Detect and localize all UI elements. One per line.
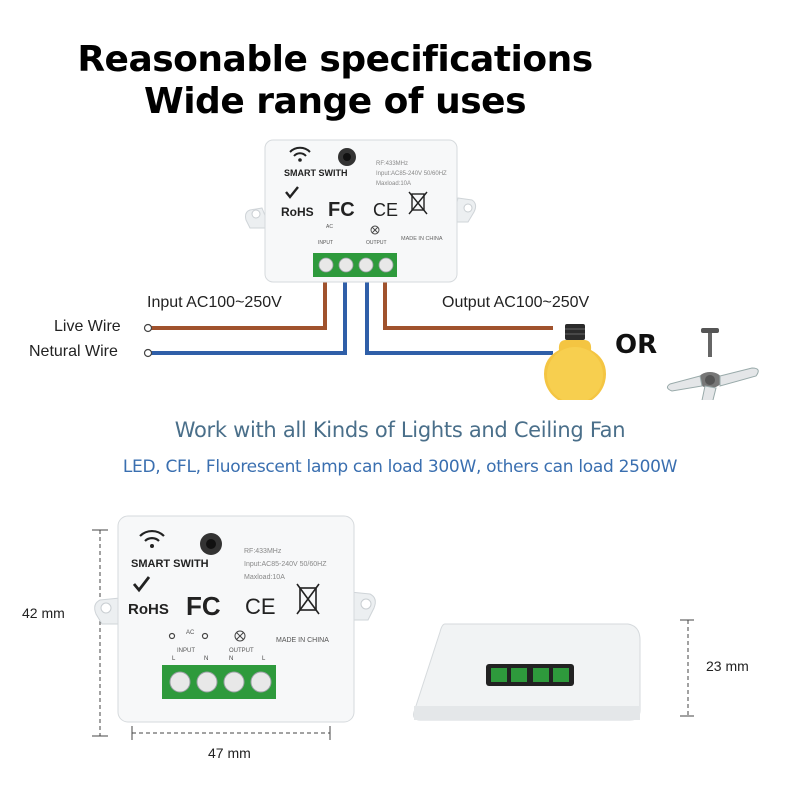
input-small-text: INPUT [318, 240, 333, 246]
neutral-wire-terminal [143, 348, 153, 358]
neutral-wire-label: Netural Wire [29, 343, 118, 360]
weee-bin-icon [296, 583, 320, 615]
neutral-output-wire [365, 268, 553, 355]
input-spec: Input:AC85-240V 50/60HZ [376, 171, 447, 177]
fc-mark: FC [186, 591, 221, 621]
maxload-spec: Maxload:10A [376, 181, 411, 187]
live-wire-terminal [143, 323, 153, 333]
width-dimension: 47 mm [208, 745, 251, 761]
check-icon [132, 576, 151, 593]
brand-text: SMART SWITH [131, 558, 209, 570]
rf-spec: RF:433MHz [244, 548, 282, 555]
wiring-diagram: SMART SWITH RoHS FC CE RF:433MHz Input:A… [143, 139, 759, 400]
wifi-icon [289, 146, 311, 162]
load-info: LED, CFL, Fluorescent lamp can load 300W… [122, 457, 678, 477]
wifi-icon [139, 529, 165, 548]
terminal-letter-1: L [172, 656, 176, 662]
width-dimension-line [131, 726, 331, 740]
ac-text: AC [186, 630, 195, 636]
rohs-mark: RoHS [281, 205, 314, 219]
output-small-text: OUTPUT [229, 648, 254, 654]
module-side [413, 623, 641, 721]
module-top: SMART SWITH RoHS FC CE RF:433MHz Input:A… [245, 139, 477, 283]
lamp-symbol-icon [234, 630, 246, 642]
depth-dimension: 23 mm [706, 658, 749, 674]
dimension-views: SMART SWITH RoHS FC CE RF:433MHz Input:A… [92, 515, 694, 740]
ce-mark: CE [373, 200, 398, 220]
lamp-symbol-icon [370, 225, 380, 235]
rohs-mark: RoHS [128, 601, 169, 618]
side-terminal-slot [486, 664, 574, 686]
ce-mark: CE [245, 594, 276, 619]
height-dimension-line [92, 529, 108, 737]
module-front: SMART SWITH RoHS FC CE RF:433MHz Input:A… [94, 515, 376, 723]
fc-mark: FC [328, 199, 355, 221]
brand-text: SMART SWITH [284, 168, 348, 178]
tagline: Work with all Kinds of Lights and Ceilin… [174, 418, 626, 442]
live-input-wire [148, 268, 327, 330]
live-wires [148, 268, 553, 330]
input-small-text: INPUT [177, 648, 195, 654]
headline-line-1: Reasonable specifications [77, 39, 593, 80]
height-dimension: 42 mm [22, 605, 65, 621]
terminal-letter-3: N [229, 656, 233, 662]
weee-bin-icon [408, 191, 428, 215]
live-output-wire [383, 268, 553, 330]
ceiling-fan-icon [666, 328, 759, 400]
neutral-input-wire [148, 268, 347, 355]
rf-spec: RF:433MHz [376, 161, 408, 167]
bulb-icon [544, 324, 606, 400]
live-wire-label: Live Wire [54, 318, 121, 335]
depth-dimension-line [680, 619, 694, 717]
headline-line-2: Wide range of uses [144, 81, 527, 122]
made-in-text: MADE IN CHINA [276, 637, 329, 644]
terminal-letter-2: N [204, 656, 208, 662]
maxload-spec: Maxload:10A [244, 574, 285, 581]
or-label: OR [615, 330, 658, 360]
terminal-letter-4: L [262, 656, 266, 662]
output-voltage-label: Output AC100~250V [442, 294, 590, 311]
output-small-text: OUTPUT [366, 240, 387, 246]
neutral-wires [148, 268, 553, 355]
input-spec: Input:AC85-240V 50/60HZ [244, 561, 327, 568]
input-voltage-label: Input AC100~250V [147, 294, 282, 311]
made-in-text: MADE IN CHINA [401, 236, 443, 242]
check-icon [285, 186, 299, 199]
ac-text: AC [326, 224, 333, 230]
